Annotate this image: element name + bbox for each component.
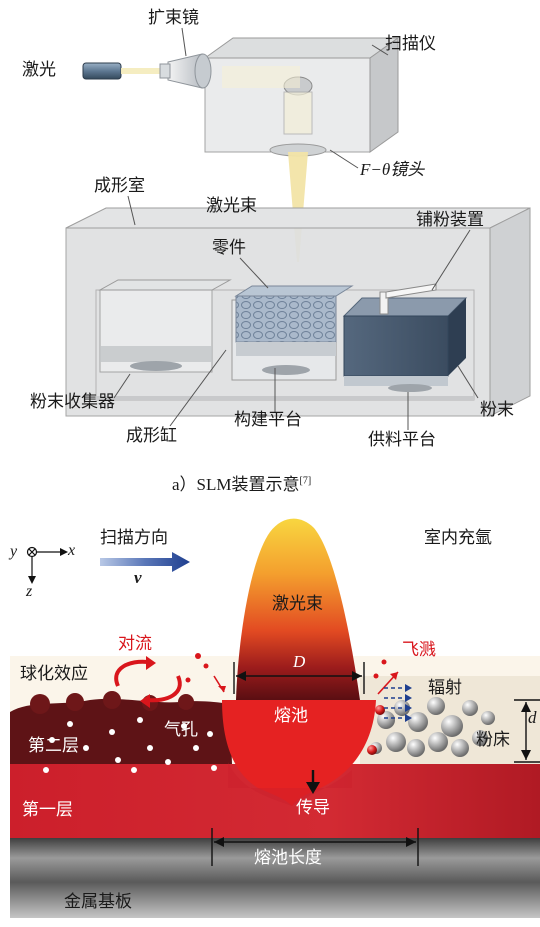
label-recoater: 铺粉装置 (416, 210, 484, 230)
part-block (235, 295, 337, 343)
label-part: 零件 (212, 238, 246, 258)
forming-cylinder (231, 285, 354, 381)
scanner-box (203, 37, 400, 157)
axis-y-label: y (10, 543, 18, 560)
label-melt-pool-length: 熔池长度 (254, 848, 322, 868)
laser-source (82, 62, 169, 80)
label-radiation: 辐射 (428, 678, 462, 698)
laser-beam-cone (288, 152, 308, 262)
label-scanner: 扫描仪 (385, 34, 436, 54)
label-argon: 室内充氩 (424, 528, 492, 548)
laser-beam-plume (236, 518, 360, 700)
label-diameter: D (293, 652, 306, 671)
melt-pool-diagram (10, 518, 540, 918)
pore-dots (43, 717, 217, 773)
axis-z-label: z (26, 583, 33, 600)
label-velocity: v (134, 568, 142, 587)
caption-ref: [7] (299, 475, 312, 487)
label-powder: 粉末 (480, 400, 514, 420)
caption-text: a）SLM装置示意 (172, 475, 300, 494)
powder-feed (342, 283, 468, 392)
label-powder-collector: 粉末收集器 (30, 392, 115, 412)
label-laser: 激光 (22, 60, 56, 80)
layer-two (10, 698, 232, 764)
label-spatter: 飞溅 (402, 640, 436, 660)
label-layer-two: 第二层 (28, 736, 79, 756)
label-laser-beam-top: 激光束 (206, 196, 257, 216)
label-powder-bed: 粉床 (476, 730, 510, 750)
powder-collector (98, 279, 232, 373)
label-balling: 球化效应 (20, 664, 88, 684)
label-convection: 对流 (118, 634, 152, 654)
label-forming-cylinder: 成形缸 (126, 426, 177, 446)
label-f-theta-lens: F−θ镜头 (360, 160, 425, 179)
label-thickness: d (528, 708, 537, 727)
label-scan-direction: 扫描方向 (100, 528, 168, 548)
radiation-arrows (384, 687, 408, 719)
convection-arrows (114, 659, 182, 703)
scan-direction-arrow (100, 552, 190, 572)
label-substrate: 金属基板 (64, 892, 132, 912)
label-melt-pool: 熔池 (274, 706, 308, 726)
axis-x-label: x (68, 542, 76, 559)
beam-expander (159, 53, 212, 89)
powder-particles (367, 697, 495, 757)
label-laser-beam-plume: 激光束 (272, 594, 323, 614)
label-feed-platform: 供料平台 (368, 430, 436, 450)
axis-marker (26, 546, 64, 580)
metal-substrate (10, 838, 540, 918)
label-build-platform: 构建平台 (234, 410, 302, 430)
caption-a: a）SLM装置示意[7] (172, 470, 311, 495)
melt-pool-length-dimension (211, 828, 419, 866)
label-conduction: 传导 (296, 798, 330, 818)
label-layer-one: 第一层 (22, 800, 73, 820)
melt-pool (222, 700, 376, 806)
diameter-dimension (233, 662, 365, 694)
spatter-dots (185, 653, 387, 683)
label-build-chamber: 成形室 (94, 176, 145, 196)
label-beam-expander: 扩束镜 (148, 8, 199, 28)
label-pores: 气孔 (164, 720, 198, 740)
slm-apparatus (65, 27, 531, 430)
